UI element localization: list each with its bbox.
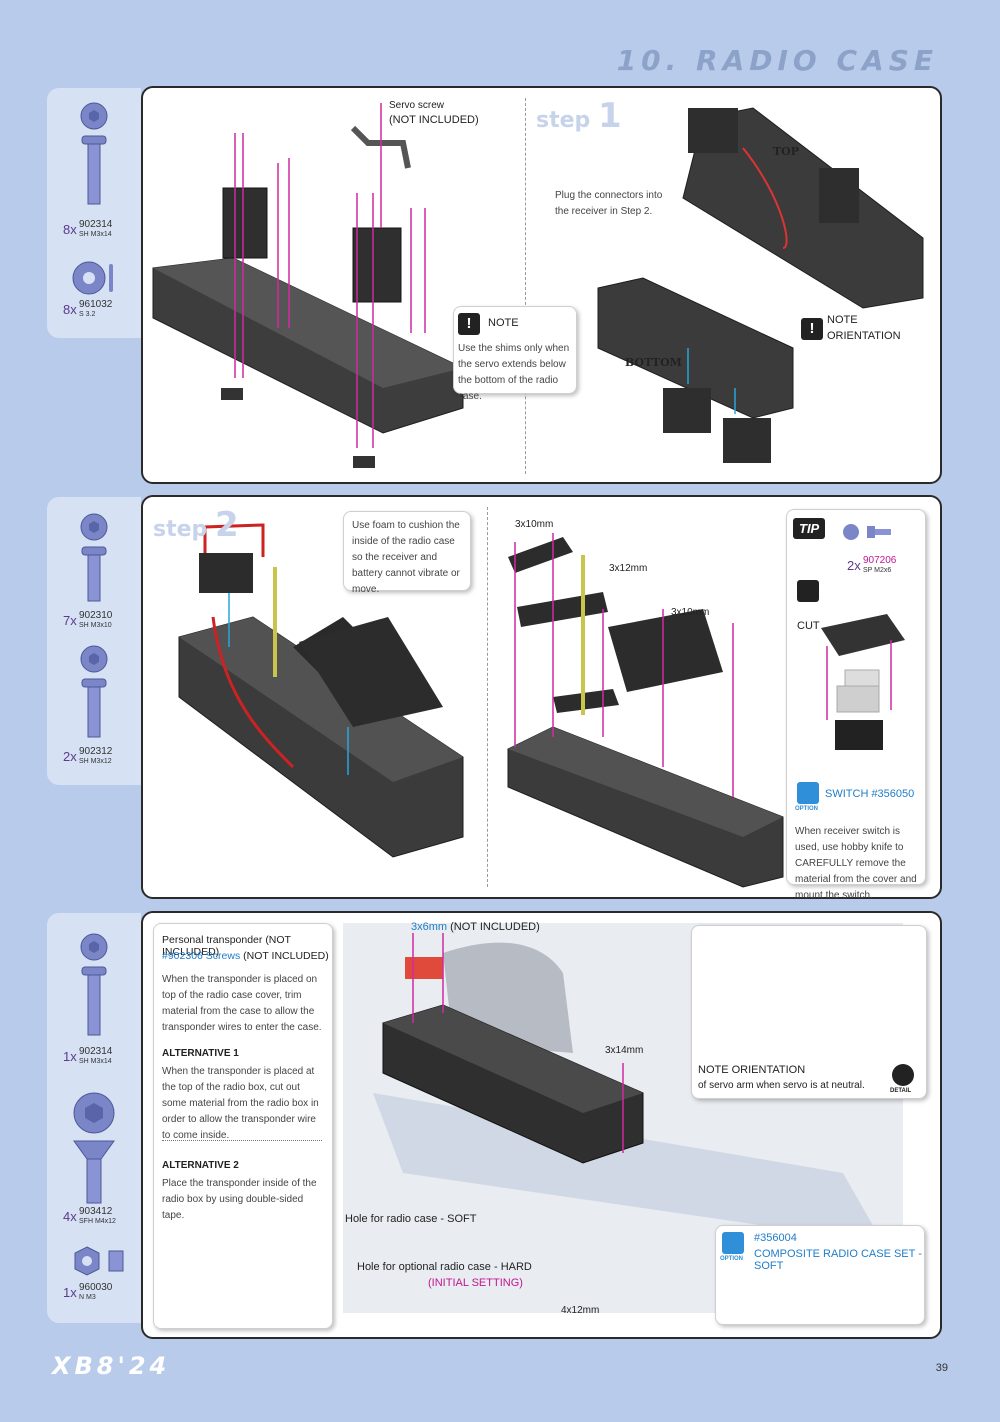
shim-note-box: ! NOTE Use the shims only when the servo… [453, 306, 577, 402]
panel-section-2: step 2 Use foam to cushion the inside of… [141, 495, 942, 901]
alt1-text: When the transponder is placed at the to… [162, 1066, 319, 1141]
part-qty: 4x [63, 1209, 77, 1224]
screw-3x10-label: 3x10mm [515, 519, 554, 530]
tip-badge: TIP [793, 518, 826, 539]
xb8-logo: XB8'24 [52, 1352, 171, 1380]
part-qty: 8x [63, 222, 77, 237]
foam-note-box: Use foam to cushion the inside of the ra… [343, 511, 471, 595]
composite-part-number: #356004 [754, 1232, 797, 1244]
screw-3x6-label: 3x6mm (NOT INCLUDED) [411, 921, 540, 933]
orientation-note: NOTE [827, 314, 858, 326]
transponder-screws-line: #902306 Screws (NOT INCLUDED) [162, 950, 329, 962]
note-orientation-title: NOTE ORIENTATION [698, 1064, 806, 1076]
option-label: OPTION [795, 806, 819, 812]
screw-3x14-label: 3x14mm [605, 1045, 644, 1056]
alt2-text: Place the transponder inside of the radi… [162, 1178, 317, 1221]
screw-icon [80, 513, 108, 602]
receiver-battery-illustration [178, 523, 784, 888]
servo-screw-note: (NOT INCLUDED) [389, 114, 479, 126]
top-label: TOP [773, 145, 800, 158]
transponder-text: When the transponder is placed on top of… [162, 974, 322, 1033]
alt1-title: ALTERNATIVE 1 [162, 1048, 239, 1059]
dotted-divider [162, 1140, 322, 1141]
composite-case-option-box: OPTION #356004 COMPOSITE RADIO CASE SET … [715, 1225, 925, 1325]
detail-label: DETAIL [890, 1088, 912, 1094]
section-title: 10. RADIO CASE [616, 44, 938, 77]
part-qty: 2x [63, 749, 77, 764]
page-number: 39 [935, 1362, 948, 1374]
screw-3x10-label-b: 3x10mm [671, 607, 710, 618]
tip-qty: 2x [847, 558, 861, 573]
part-qty: 7x [63, 613, 77, 628]
screw-icon [80, 933, 108, 1036]
part-qty: 1x [63, 1049, 77, 1064]
transponder-note-box: Personal transponder (NOT INCLUDED) #902… [153, 923, 333, 1329]
transponder-title: Personal transponder (NOT INCLUDED) [162, 934, 291, 958]
thumbs-up-icon [797, 782, 819, 804]
plug-connectors-text: Plug the connectors into the receiver in… [555, 190, 663, 217]
switch-text: When receiver switch is used, use hobby … [795, 826, 917, 901]
screw-icon [80, 102, 108, 205]
option-label: OPTION [720, 1256, 744, 1262]
hole-soft-label: Hole for radio case - SOFT [345, 1213, 477, 1225]
part-qty: 1x [63, 1285, 77, 1300]
switch-tip-illustration [797, 524, 905, 750]
washer-icon [72, 261, 113, 295]
panel-section-1: Servo screw (NOT INCLUDED) ! NOTE Use th… [141, 86, 942, 484]
magnifier-icon [892, 1064, 914, 1086]
servo-screw-label: Servo screw [389, 100, 445, 111]
part-qty: 8x [63, 302, 77, 317]
warning-icon: ! [458, 313, 480, 335]
step-1-label: step 1 [536, 96, 622, 136]
note-title: NOTE [488, 317, 519, 329]
panel-divider [487, 507, 488, 887]
nut-icon [74, 1246, 124, 1276]
thumbs-up-icon [722, 1232, 744, 1254]
orientation-text: ORIENTATION [827, 330, 901, 342]
composite-part-name: COMPOSITE RADIO CASE SET - SOFT [754, 1248, 922, 1272]
screw-icon [80, 645, 108, 738]
cut-label: CUT [797, 620, 820, 632]
initial-setting-label: (INITIAL SETTING) [428, 1277, 523, 1289]
alt2-title: ALTERNATIVE 2 [162, 1160, 239, 1171]
bottom-label: BOTTOM [625, 356, 682, 369]
servo-arm-detail-box: NOTE ORIENTATION of servo arm when servo… [691, 925, 927, 1099]
panel-section-3: Personal transponder (NOT INCLUDED) #902… [141, 911, 942, 1339]
note-orientation-text: of servo arm when servo is at neutral. [698, 1080, 865, 1091]
panel-divider [525, 98, 526, 474]
switch-label: SWITCH #356050 [825, 788, 915, 800]
screw-4x12-label: 4x12mm [561, 1305, 600, 1316]
countersunk-screw-icon [73, 1092, 115, 1204]
step-2-label: step 2 [153, 505, 239, 545]
hole-hard-label: Hole for optional radio case - HARD [357, 1261, 532, 1273]
warning-icon: ! [801, 318, 823, 340]
servo-assembly-illustration [152, 103, 924, 468]
note-text: Use the shims only when the servo extend… [458, 343, 570, 402]
screw-3x12-label: 3x12mm [609, 563, 648, 574]
foam-text: Use foam to cushion the inside of the ra… [352, 520, 460, 595]
